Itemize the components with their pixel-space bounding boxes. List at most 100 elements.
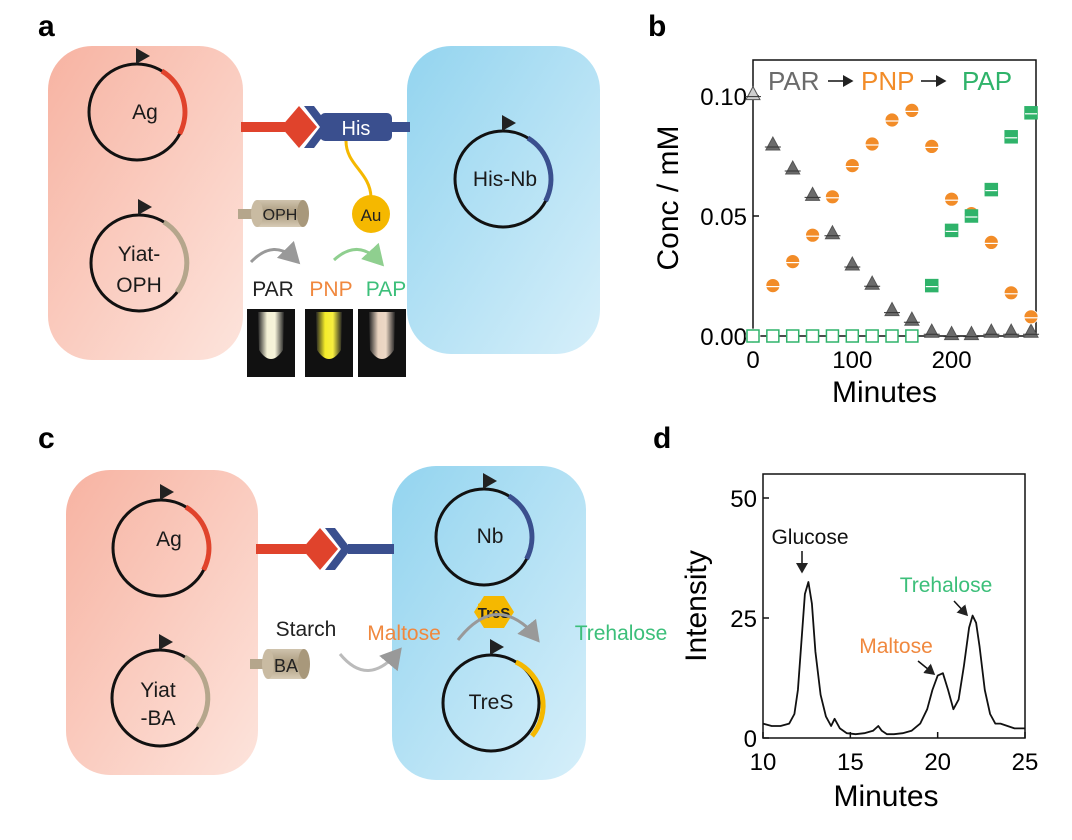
promoter-arrow-icon <box>159 634 173 650</box>
peak-label-glucose: Glucose <box>771 526 848 549</box>
data-point-pap <box>825 329 840 343</box>
legend-pap: PAP <box>962 66 1012 96</box>
data-point-pnp <box>884 112 900 128</box>
data-point-pap <box>924 278 939 293</box>
target-cell-a <box>407 46 600 354</box>
y-tick-label-b: 0.05 <box>700 204 747 231</box>
y-tick-label-d: 50 <box>730 486 757 513</box>
promoter-arrow-icon <box>136 48 150 64</box>
data-point-par <box>1003 323 1020 338</box>
data-point-par <box>864 275 880 290</box>
data-point-pap <box>984 182 999 197</box>
product-maltose: Maltose <box>367 622 441 645</box>
data-point-pap <box>865 329 879 343</box>
compound-pnp: PNP <box>309 278 352 301</box>
data-point-par <box>745 85 761 101</box>
x-axis-title-d: Minutes <box>833 780 938 813</box>
plasmid-nb-label: Nb <box>477 525 504 548</box>
compound-par: PAR <box>252 278 294 301</box>
reaction-arrow-icon <box>249 240 301 265</box>
data-point-pnp <box>983 234 999 250</box>
plasmid-yiat-ba: Yiat -BA <box>110 634 211 748</box>
promoter-arrow-icon <box>483 473 497 489</box>
data-point-par <box>923 323 940 338</box>
data-point-pap <box>766 329 780 343</box>
data-point-par <box>824 224 841 240</box>
data-point-pnp <box>1023 309 1039 325</box>
data-point-par <box>943 325 960 341</box>
promoter-arrow-icon <box>502 115 516 131</box>
data-point-pap <box>964 209 979 223</box>
reaction-arrow-icon <box>332 242 385 267</box>
plasmid-yiat-oph-line1: Yiat- <box>118 243 160 266</box>
data-point-pap <box>845 329 860 343</box>
data-point-pap <box>785 329 800 343</box>
y-tick-label-b: 0.00 <box>700 324 747 351</box>
his-tag-label: His <box>342 118 371 140</box>
x-tick-label-d: 20 <box>924 749 951 776</box>
plot-frame-b <box>752 59 1037 337</box>
panel-letter-c: c <box>38 422 55 455</box>
data-point-pnp <box>924 138 940 154</box>
promoter-arrow-icon <box>138 199 152 215</box>
data-point-pap <box>905 329 919 343</box>
data-point-pnp <box>844 158 860 174</box>
plasmid-tres-label: TreS <box>469 691 514 714</box>
panel-c: c Ag Yiat -BA N <box>38 422 667 780</box>
ba-enzyme: BA <box>250 649 310 679</box>
promoter-arrow-icon <box>490 639 504 655</box>
legend-pnp: PNP <box>861 66 914 96</box>
nanobody-clamp-icon <box>325 528 351 570</box>
data-point-par <box>804 186 821 201</box>
data-point-pap <box>944 223 959 238</box>
x-tick-label-d: 25 <box>1012 749 1039 776</box>
substrate-starch: Starch <box>276 618 337 641</box>
ag-nb-linker-a: His Au <box>241 106 410 233</box>
plasmid-ag-c: Ag <box>111 484 212 598</box>
gold-particle-icon <box>352 195 390 233</box>
y-axis-title-b: Conc / mM <box>652 125 685 270</box>
x-tick-label-d: 10 <box>750 749 777 776</box>
peak-label-trehalose: Trehalose <box>900 574 993 597</box>
peak-arrow-icon <box>917 660 936 675</box>
x-axis-title-b: Minutes <box>832 376 937 409</box>
his-tag-box <box>320 113 392 141</box>
tres-hexagon-icon <box>474 596 514 628</box>
x-tick-label-b: 200 <box>932 347 972 374</box>
plasmid-nb: Nb <box>434 473 535 587</box>
x-tick-label-b: 100 <box>832 347 872 374</box>
data-point-pnp <box>904 103 920 118</box>
gold-particle-label: Au <box>361 206 382 225</box>
data-point-pap <box>1004 130 1018 144</box>
compound-pap: PAP <box>366 278 406 301</box>
x-tick-label-d: 15 <box>837 749 864 776</box>
plasmid-yiat-oph-line2: OPH <box>116 274 162 297</box>
y-tick-label-d: 0 <box>744 726 757 753</box>
panel-letter-d: d <box>653 422 671 455</box>
data-point-par <box>904 311 920 326</box>
data-point-pnp <box>765 278 781 294</box>
data-point-par <box>765 135 781 151</box>
data-point-pnp <box>805 227 820 243</box>
legend-par: PAR <box>768 66 820 96</box>
panel-a: a Ag Yiat- OPH His Au <box>38 10 600 377</box>
ag-nb-linker-c <box>256 528 394 570</box>
plasmid-ag-a: Ag <box>87 48 188 162</box>
data-point-pnp <box>864 136 880 152</box>
plasmid-ag-label: Ag <box>132 101 158 124</box>
plasmid-yiat-oph: Yiat- OPH <box>89 199 190 313</box>
data-point-pap <box>805 329 820 343</box>
data-point-pap <box>885 329 899 343</box>
data-point-pap <box>746 329 760 343</box>
data-point-par <box>784 159 801 175</box>
product-trehalose: Trehalose <box>575 622 668 645</box>
x-tick-label-b: 0 <box>746 347 759 374</box>
oph-label: OPH <box>263 207 298 224</box>
reaction-arrow-icon <box>338 647 402 672</box>
y-tick-label-d: 25 <box>730 606 757 633</box>
